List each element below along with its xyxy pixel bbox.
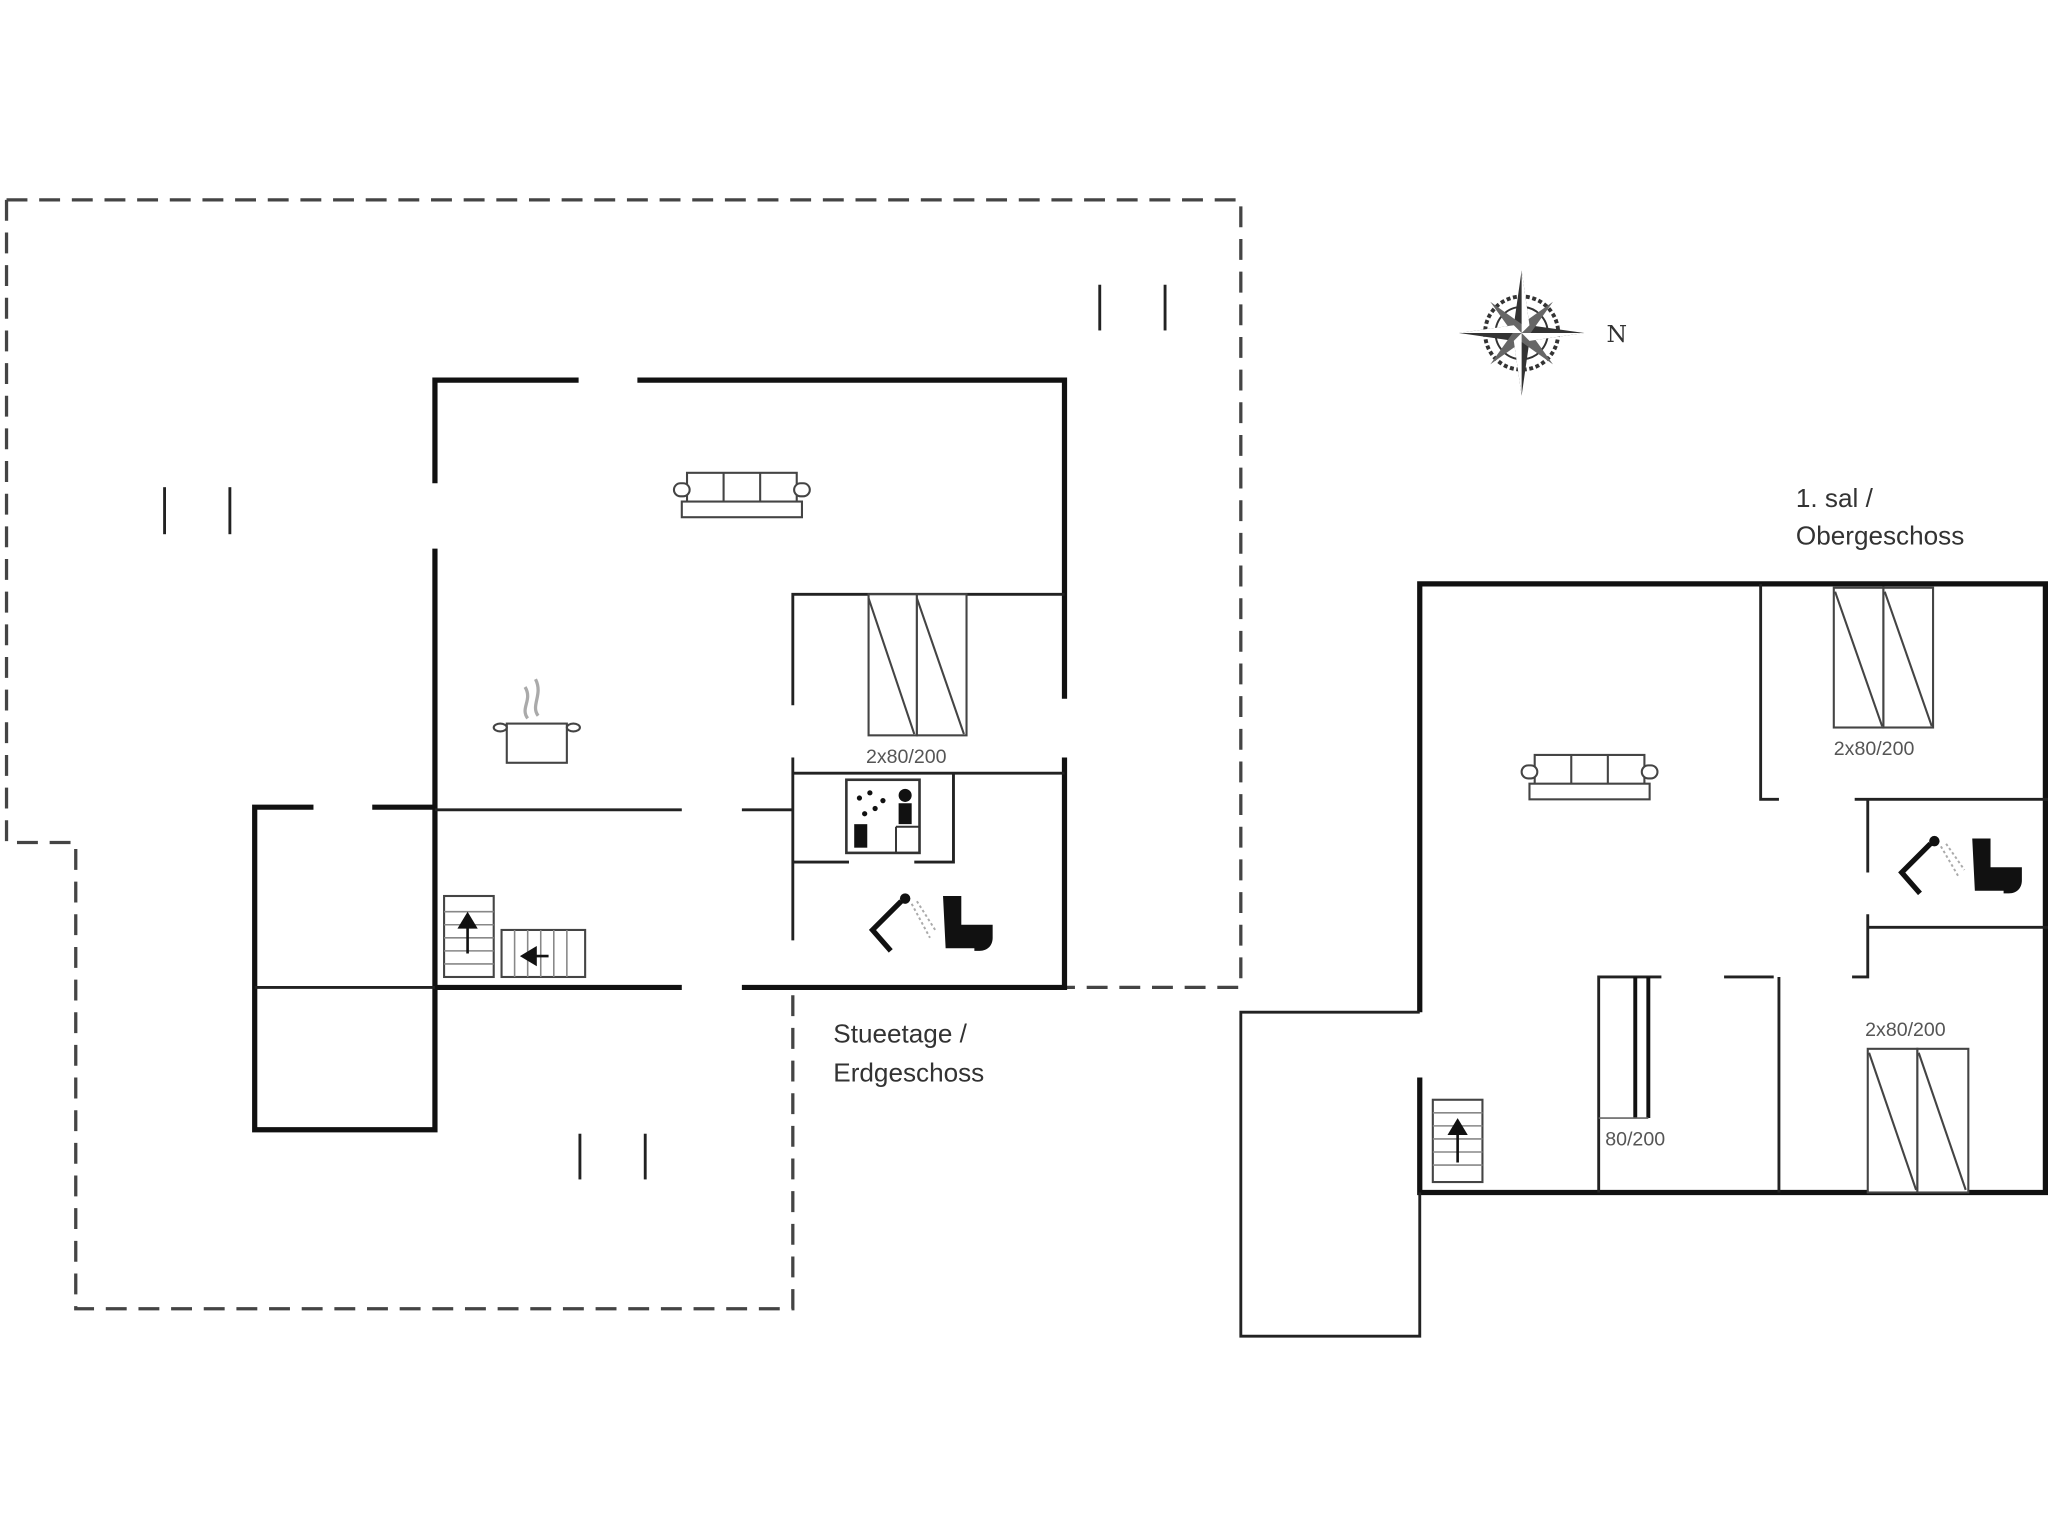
sofa-icon — [672, 471, 811, 519]
upper-bedroom1-beds — [1832, 586, 1935, 729]
toilet-icon — [1972, 838, 2022, 894]
ground-bed-size-label: 2x80/200 — [866, 746, 947, 768]
upper-bedroom1-bed-size-label: 2x80/200 — [1834, 738, 1915, 760]
stairs-icon — [1431, 1098, 1484, 1184]
upper-floor-walls — [1239, 581, 2048, 1338]
compass-rose-icon — [1458, 270, 1585, 396]
ground-bedroom-beds — [867, 593, 968, 737]
upper-bedroom2-beds — [1866, 1047, 1970, 1194]
ground-floor-walls — [252, 377, 1068, 1133]
upper-bedroom2-bed-size-label: 2x80/200 — [1865, 1019, 1946, 1041]
sauna-icon — [845, 778, 921, 855]
upper-floor-label-2: Obergeschoss — [1796, 521, 1964, 551]
single-bed-size-label: 80/200 — [1605, 1128, 1665, 1150]
cooking-pot-icon — [492, 678, 581, 764]
compass-north-label: N — [1607, 320, 1628, 348]
shower-icon — [868, 893, 937, 953]
shower-icon — [1898, 835, 1966, 896]
upper-floor-label-1: 1. sal / — [1796, 483, 1874, 513]
sofa-icon — [1520, 753, 1659, 801]
ground-floor-label-2: Erdgeschoss — [833, 1057, 984, 1087]
terrace-outline — [4, 198, 1243, 1311]
ground-floor-label-1: Stueetage / — [833, 1018, 967, 1048]
toilet-icon — [943, 896, 993, 951]
single-bed — [1598, 976, 1651, 1119]
stairs-icon — [443, 894, 587, 979]
